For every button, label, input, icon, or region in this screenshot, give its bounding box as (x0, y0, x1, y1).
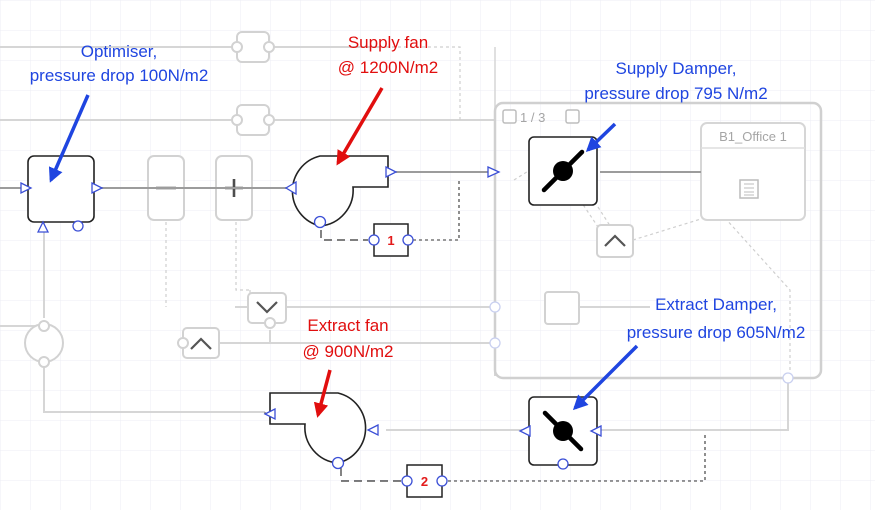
zone-card[interactable]: B1_Office 1 (700, 122, 806, 221)
extract-damper-annotation-title: Extract Damper, (655, 295, 777, 314)
extract-damper-control-port[interactable] (557, 458, 569, 470)
optimiser-annotation-arrow (48, 94, 90, 183)
extract-fan-annotation-detail: @ 900N/m2 (303, 342, 394, 361)
optimiser-bottom-port[interactable] (36, 220, 50, 233)
extract-fan-annotation: Extract fan @ 900N/m2 (303, 316, 394, 361)
optimiser-annotation: Optimiser, pressure drop 100N/m2 (30, 42, 209, 85)
supply-damper-annotation-title: Supply Damper, (616, 59, 737, 78)
controller-1-output-port[interactable] (402, 234, 414, 246)
supply-fan-annotation-detail: @ 1200N/m2 (338, 58, 438, 77)
supply-damper-annotation-arrow (585, 122, 617, 153)
controller-1-input-port[interactable] (368, 234, 380, 246)
zone-group-counter: 1 / 3 (520, 110, 545, 125)
optimiser-sensor-port[interactable] (72, 220, 84, 232)
extract-fan-component[interactable] (263, 392, 379, 470)
extract-damper-component[interactable] (518, 396, 602, 470)
supply-fan-outlet-port[interactable] (385, 165, 398, 179)
control-signal-lines (320, 230, 406, 482)
control-output-lines (413, 180, 706, 482)
faded-node-top-2 (231, 104, 275, 136)
extract-damper-outlet-port[interactable] (518, 424, 531, 438)
supply-fan-inlet-port[interactable] (284, 180, 297, 196)
zone-faded-port-2 (489, 337, 501, 349)
zone-faded-port-1 (489, 301, 501, 313)
optimiser-outlet-port[interactable] (91, 181, 104, 195)
extract-fan-inlet-port[interactable] (366, 423, 379, 437)
optimiser-annotation-title: Optimiser, (81, 42, 158, 61)
extract-fan-control-port[interactable] (331, 456, 345, 470)
supply-fan-controller[interactable]: 1 (368, 223, 414, 257)
extract-damper-annotation-arrow (572, 344, 639, 411)
zone-supply-inlet-port[interactable] (487, 165, 501, 179)
supply-damper-annotation: Supply Damper, pressure drop 795 N/m2 (584, 59, 767, 103)
supply-fan-control-port[interactable] (313, 215, 327, 229)
supply-damper-component[interactable] (528, 136, 598, 206)
zone-room-icon (739, 179, 759, 199)
supply-fan-annotation-title: Supply fan (348, 33, 428, 52)
extract-damper-annotation: Extract Damper, pressure drop 605N/m2 (627, 295, 806, 342)
faded-chevron-up-module-zone (596, 224, 634, 258)
zone-group-checkbox[interactable] (502, 109, 517, 124)
faded-chevron-up-module-left (177, 327, 220, 359)
extract-fan-outlet-port[interactable] (263, 407, 276, 421)
supply-fan-component[interactable] (284, 155, 398, 229)
controller-2-output-port[interactable] (436, 475, 448, 487)
supply-fan-annotation-arrow (336, 87, 384, 166)
optimiser-inlet-port[interactable] (20, 181, 33, 195)
supply-fan-annotation: Supply fan @ 1200N/m2 (338, 33, 438, 77)
faded-chevron-down-module (247, 292, 287, 329)
faded-pump-left (24, 320, 64, 368)
faded-empty-module (544, 291, 580, 325)
controller-2-input-port[interactable] (401, 475, 413, 487)
zone-faded-port-3 (782, 372, 794, 384)
extract-fan-controller[interactable]: 2 (401, 464, 448, 498)
supply-damper-annotation-detail: pressure drop 795 N/m2 (584, 84, 767, 103)
extract-fan-annotation-title: Extract fan (307, 316, 388, 335)
faded-node-top-1 (231, 31, 275, 63)
zone-group-toggle[interactable] (565, 109, 580, 124)
optimiser-component[interactable] (20, 155, 104, 233)
optimiser-annotation-detail: pressure drop 100N/m2 (30, 66, 209, 85)
controller-1-number: 1 (387, 233, 394, 248)
controller-2-number: 2 (421, 474, 428, 489)
extract-damper-annotation-detail: pressure drop 605N/m2 (627, 323, 806, 342)
zone-group-frame[interactable]: 1 / 3 (493, 101, 823, 380)
extract-damper-inlet-port[interactable] (589, 424, 602, 438)
main-connections (0, 171, 701, 414)
zone-name: B1_Office 1 (719, 129, 787, 144)
extract-fan-annotation-arrow (313, 369, 332, 418)
